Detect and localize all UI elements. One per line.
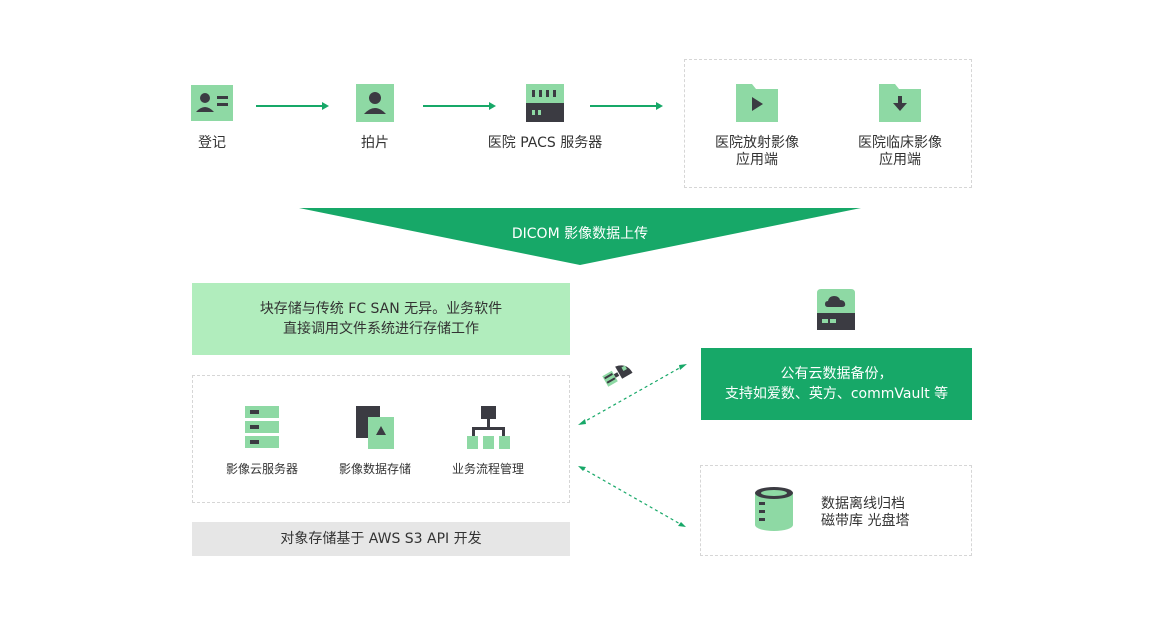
step-label-pacs: 医院 PACS 服务器	[487, 135, 603, 151]
satellite-icon	[601, 355, 639, 395]
block-storage-note: 块存储与传统 FC SAN 无异。业务软件 直接调用文件系统进行存储工作	[192, 283, 570, 355]
cloud-backup-box: 公有云数据备份， 支持如爱数、英方、commVault 等	[701, 348, 972, 420]
service-label-data-storage: 影像数据存储	[338, 462, 411, 476]
object-storage-note-text: 对象存储基于 AWS S3 API 开发	[280, 531, 482, 547]
client-label-clinical-line1: 医院临床影像	[858, 135, 942, 151]
services-box	[192, 375, 570, 503]
id-card-icon	[191, 85, 233, 125]
folder-play-icon	[736, 84, 778, 126]
step-label-register: 登记	[198, 135, 226, 151]
offline-archive-line2: 磁带库 光盘塔	[821, 513, 910, 529]
upload-banner-text: DICOM 影像数据上传	[511, 226, 649, 242]
flow-arrow	[256, 97, 330, 116]
client-label-clinical-line2: 应用端	[879, 152, 921, 168]
data-storage-icon	[356, 406, 394, 453]
connector-archive	[576, 460, 690, 536]
offline-archive-text: 数据离线归档 磁带库 光盘塔	[821, 496, 909, 530]
server-icon	[526, 84, 564, 126]
offline-archive-line1: 数据离线归档	[821, 496, 905, 512]
database-icon	[755, 487, 793, 536]
step-label-scan: 拍片	[361, 135, 389, 151]
flow-arrow	[590, 97, 664, 116]
client-label-radiology-line1: 医院放射影像	[715, 135, 799, 151]
service-label-workflow-mgmt: 业务流程管理	[451, 462, 524, 476]
client-label-radiology-line2: 应用端	[736, 152, 778, 168]
cloud-backup-line1: 公有云数据备份，	[780, 366, 893, 382]
connector-backup	[576, 360, 690, 536]
cloud-drive-icon	[817, 289, 855, 334]
flow-arrow	[423, 97, 497, 116]
folder-download-icon	[879, 84, 921, 126]
offline-archive-box	[700, 465, 972, 556]
clients-box	[684, 59, 972, 188]
org-chart-icon	[467, 406, 510, 453]
client-label-clinical: 医院临床影像 应用端	[840, 135, 960, 169]
user-icon	[356, 84, 394, 126]
upload-banner: DICOM 影像数据上传	[299, 208, 861, 265]
client-label-radiology: 医院放射影像 应用端	[697, 135, 817, 169]
cloud-backup-line2: 支持如爱数、英方、commVault 等	[724, 386, 949, 402]
object-storage-note: 对象存储基于 AWS S3 API 开发	[192, 522, 570, 556]
block-storage-note-line1: 块存储与传统 FC SAN 无异。业务软件	[259, 301, 503, 317]
block-storage-note-line2: 直接调用文件系统进行存储工作	[283, 321, 479, 337]
server-stack-icon	[245, 406, 279, 453]
service-label-cloud-server: 影像云服务器	[225, 462, 298, 476]
